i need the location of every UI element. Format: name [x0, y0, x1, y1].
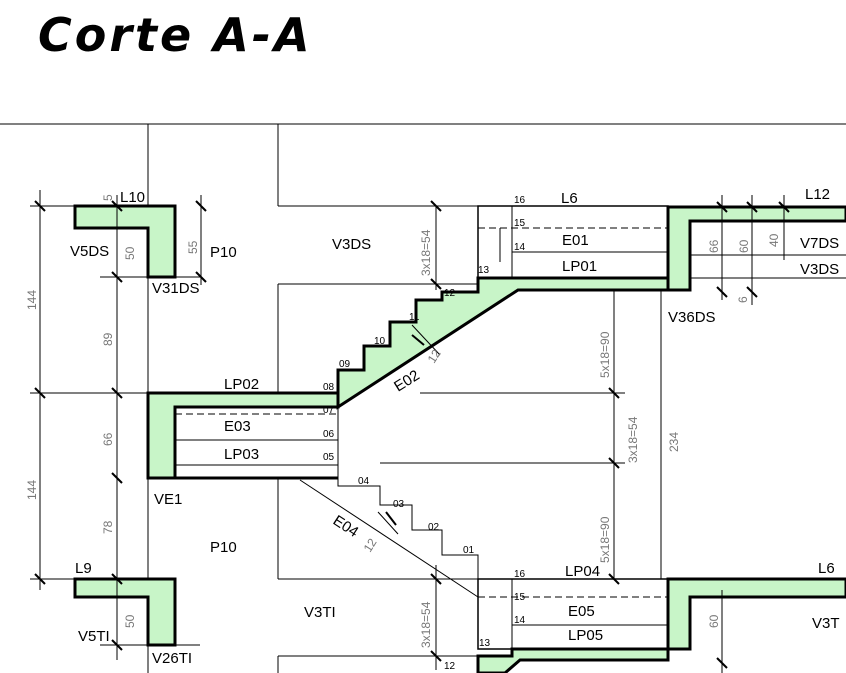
label-l6-bottom: L6	[818, 560, 835, 577]
dim-text: 3x18=54	[419, 229, 433, 276]
label-v5ds: V5DS	[70, 243, 109, 260]
dim-text: 89	[101, 332, 115, 346]
dim-text: 6	[736, 296, 750, 303]
step-number: 13	[479, 638, 491, 649]
dim-text: 144	[25, 480, 39, 500]
dim-text: 3x18=54	[419, 601, 433, 648]
slab-l12	[666, 205, 846, 292]
label-v3ds-right: V3DS	[800, 261, 839, 278]
dim-text: 5	[101, 194, 115, 201]
flight-e02	[336, 276, 670, 410]
label-v3ti: V3TI	[304, 604, 336, 621]
label-lp02: LP02	[224, 376, 259, 393]
step-number: 12	[444, 661, 456, 672]
label-e03: E03	[224, 418, 251, 435]
label-p10-top: P10	[210, 244, 237, 261]
label-v3ds-mid: V3DS	[332, 236, 371, 253]
label-l12: L12	[805, 186, 830, 203]
step-number: 01	[463, 545, 475, 556]
dim-text: 78	[101, 520, 115, 534]
step-number: 02	[428, 522, 440, 533]
dim-text: 60	[737, 239, 751, 253]
dim-text: 144	[25, 290, 39, 310]
step-number: 13	[478, 265, 490, 276]
label-l9: L9	[75, 560, 92, 577]
label-v7ds: V7DS	[800, 235, 839, 252]
dim-text: 50	[123, 246, 137, 260]
step-number: 07	[323, 405, 335, 416]
step-number: 14	[514, 615, 526, 626]
dim-text: 40	[767, 233, 781, 247]
step-number: 03	[393, 499, 405, 510]
dim-text: 66	[707, 239, 721, 253]
step-number: 04	[358, 476, 370, 487]
step-number: 06	[323, 429, 335, 440]
drawing-title: Corte A-A	[38, 8, 313, 62]
label-lp01: LP01	[562, 258, 597, 275]
label-l10: L10	[120, 189, 145, 206]
dim-text: 50	[123, 614, 137, 628]
step-number: 14	[514, 242, 526, 253]
label-lp04: LP04	[565, 563, 600, 580]
label-l6-top: L6	[561, 190, 578, 207]
label-e05: E05	[568, 603, 595, 620]
step-number: 16	[514, 195, 526, 206]
label-v36ds: V36DS	[668, 309, 716, 326]
label-lp05: LP05	[568, 627, 603, 644]
dim-text: 60	[707, 614, 721, 628]
step-number: 15	[514, 218, 526, 229]
label-v26ti: V26TI	[152, 650, 192, 667]
dim-text: 12	[361, 536, 380, 555]
dim-text: 3x18=54	[626, 416, 640, 463]
slab-l10	[73, 204, 177, 279]
step-number: 08	[323, 382, 335, 393]
step-number: 15	[514, 592, 526, 603]
step-number: 12	[444, 288, 456, 299]
slab-l6-bottom	[666, 577, 846, 651]
label-v31ds: V31DS	[152, 280, 200, 297]
label-v5ti: V5TI	[78, 628, 110, 645]
dim-text: 66	[101, 432, 115, 446]
dim-text: 234	[667, 432, 681, 452]
label-e01: E01	[562, 232, 589, 249]
step-number: 11	[409, 312, 420, 323]
dim-text: 5x18=90	[598, 331, 612, 378]
step-number: 16	[514, 569, 526, 580]
label-v3t: V3T	[812, 615, 840, 632]
label-ve1: VE1	[154, 491, 182, 508]
step-number: 05	[323, 452, 335, 463]
label-p10-bottom: P10	[210, 539, 237, 556]
label-e04: E04	[330, 512, 362, 541]
step-number: 09	[339, 359, 351, 370]
dim-text: 5x18=90	[598, 516, 612, 563]
step-number: 10	[374, 336, 386, 347]
label-lp03: LP03	[224, 446, 259, 463]
dim-text: 55	[186, 240, 200, 254]
